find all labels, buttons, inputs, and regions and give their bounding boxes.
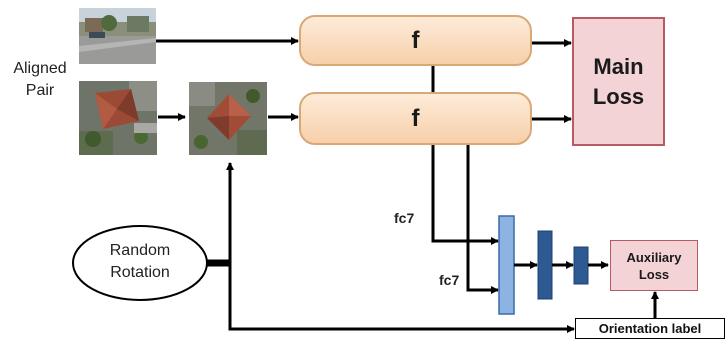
arrow-fc7-bottom: [466, 145, 499, 294]
f-network-bottom-label: f: [411, 104, 420, 132]
random-rotation-ellipse: [72, 225, 208, 301]
fc7-label-lower: fc7: [439, 272, 460, 288]
rotated-aerial-image: [189, 82, 267, 155]
street-view-image: [79, 8, 156, 64]
fc-layer-2: [537, 230, 553, 300]
main-loss-box: Main Loss: [572, 17, 665, 146]
fc-layer-concat: [498, 215, 515, 315]
auxiliary-loss-label: Auxiliary Loss: [626, 249, 682, 282]
aerial-image: [79, 81, 157, 155]
aligned-pair-label: Aligned Pair: [13, 60, 67, 99]
f-network-bottom: f: [299, 92, 532, 145]
f-network-top-label: f: [411, 26, 420, 54]
fc-layer-3: [573, 246, 589, 285]
auxiliary-loss-box: Auxiliary Loss: [610, 240, 698, 291]
orientation-label-text: Orientation label: [598, 321, 702, 336]
f-network-top: f: [299, 15, 532, 66]
fc7-label-upper: fc7: [394, 210, 415, 226]
arrow-fc7-top: [431, 145, 499, 245]
main-loss-label: Main Loss: [592, 53, 645, 109]
orientation-label-box: Orientation label: [575, 318, 725, 339]
random-rotation-label: Random Rotation: [109, 242, 171, 281]
arrow-rotation-to-orientation-label: [228, 263, 575, 333]
